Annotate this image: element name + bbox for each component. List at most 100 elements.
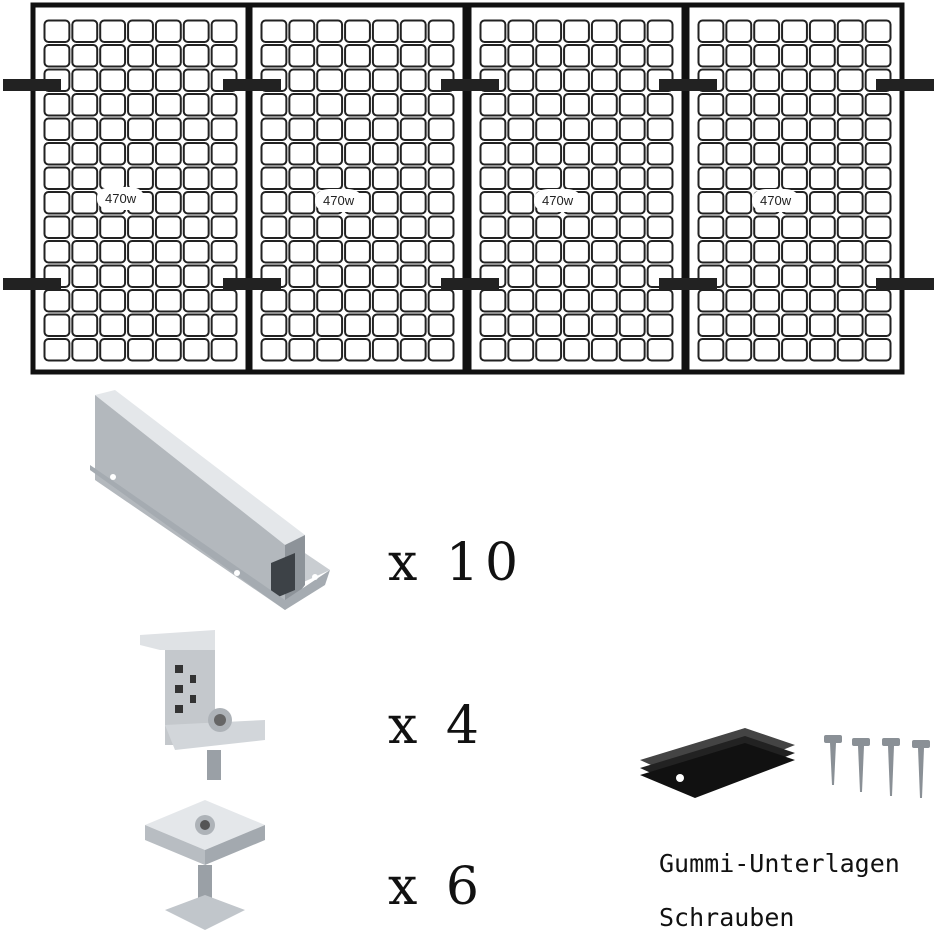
solar-cell [646, 338, 674, 362]
solar-cell [399, 215, 427, 239]
panel-clamp-bracket [876, 278, 934, 290]
solar-cell [618, 215, 646, 239]
solar-cell [316, 338, 344, 362]
solar-cell [725, 313, 753, 337]
panel-clamp-bracket [223, 79, 281, 91]
solar-cell [590, 215, 618, 239]
solar-cell [836, 313, 864, 337]
solar-cell [427, 166, 455, 190]
solar-cell [808, 289, 836, 313]
solar-cell [590, 289, 618, 313]
solar-cell [371, 215, 399, 239]
solar-cell [646, 93, 674, 117]
solar-cell [507, 117, 535, 141]
solar-cell [182, 191, 210, 215]
solar-cell [753, 166, 781, 190]
solar-cell [260, 215, 288, 239]
solar-cell [260, 166, 288, 190]
solar-cell [399, 19, 427, 43]
solar-cell [590, 191, 618, 215]
solar-cell [563, 240, 590, 264]
solar-cell [836, 93, 864, 117]
solar-cell [371, 313, 399, 337]
solar-cell [781, 215, 808, 239]
solar-cell [507, 264, 535, 288]
solar-cell [535, 142, 563, 166]
solar-cell [753, 93, 781, 117]
solar-cell [43, 142, 71, 166]
solar-cell [344, 215, 371, 239]
solar-cell [697, 93, 725, 117]
solar-cell [507, 289, 535, 313]
solar-cell [697, 166, 725, 190]
solar-cell [127, 68, 154, 92]
solar-cell [781, 68, 808, 92]
solar-cell [182, 338, 210, 362]
solar-cell [753, 313, 781, 337]
solar-cell [427, 313, 455, 337]
solar-cell [288, 68, 316, 92]
solar-cell [127, 44, 154, 68]
solar-cell [618, 44, 646, 68]
solar-cell [99, 44, 127, 68]
panel-clamp-bracket [659, 79, 717, 91]
solar-cell [127, 289, 154, 313]
rubber-pads-label: Gummi-Unterlagen [659, 849, 900, 878]
panel-clamp-bracket [223, 278, 281, 290]
solar-cell [808, 142, 836, 166]
solar-cell [43, 191, 71, 215]
panel-1-wattage: 470w [97, 187, 145, 210]
solar-cell [590, 93, 618, 117]
solar-cell [288, 117, 316, 141]
solar-cell [288, 215, 316, 239]
solar-cell [781, 166, 808, 190]
solar-cell [154, 264, 182, 288]
solar-cell [836, 264, 864, 288]
solar-cell [479, 117, 507, 141]
solar-cell [836, 338, 864, 362]
solar-cell [371, 142, 399, 166]
solar-cell [210, 338, 238, 362]
solar-cell [127, 117, 154, 141]
solar-cell [344, 117, 371, 141]
solar-cell [535, 117, 563, 141]
solar-cell [535, 240, 563, 264]
panel-clamp-bracket [441, 278, 499, 290]
solar-cell [260, 93, 288, 117]
solar-cell [71, 44, 99, 68]
solar-cell [210, 313, 238, 337]
solar-cell [535, 338, 563, 362]
solar-cell [43, 93, 71, 117]
solar-cell [154, 44, 182, 68]
solar-cell [182, 289, 210, 313]
solar-cell [127, 215, 154, 239]
solar-cell [507, 166, 535, 190]
solar-cell [260, 117, 288, 141]
solar-cell [753, 289, 781, 313]
solar-cell [260, 19, 288, 43]
solar-cell [344, 338, 371, 362]
rail-quantity: x 10 [388, 533, 525, 593]
middle-clamp-quantity: x 6 [388, 857, 485, 917]
solar-cell [507, 44, 535, 68]
solar-cell [479, 338, 507, 362]
solar-cell [154, 240, 182, 264]
solar-cell [344, 93, 371, 117]
solar-cell [154, 215, 182, 239]
solar-cell [99, 68, 127, 92]
solar-cell [99, 338, 127, 362]
solar-cell [427, 93, 455, 117]
solar-cell [316, 215, 344, 239]
solar-cell [399, 264, 427, 288]
solar-cell [864, 117, 892, 141]
solar-cell [288, 264, 316, 288]
solar-cell [288, 142, 316, 166]
solar-cell [127, 240, 154, 264]
solar-cell [427, 117, 455, 141]
panel-clamp-bracket [659, 278, 717, 290]
solar-cell [288, 19, 316, 43]
solar-cell [808, 215, 836, 239]
solar-cell [781, 117, 808, 141]
solar-cell [808, 264, 836, 288]
solar-cell [864, 191, 892, 215]
